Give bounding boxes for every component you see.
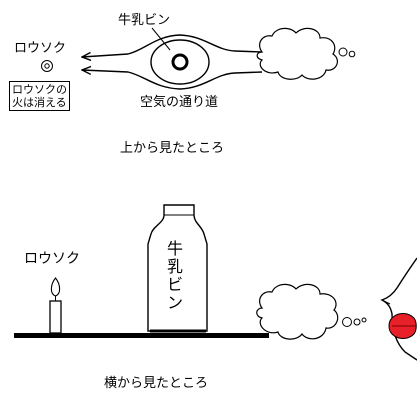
side-view-caption: 横から見たところ: [104, 376, 209, 391]
table-surface: [14, 333, 269, 338]
breath-puff-small-4: [353, 318, 361, 326]
top-bottle-label: 牛乳ビン: [118, 13, 171, 28]
airflow-line-upper: [82, 34, 263, 57]
candle-flame: [50, 277, 61, 297]
airflow-label: 空気の通り道: [140, 95, 219, 110]
breath-puff-small-2: [348, 50, 356, 58]
breath-cloud-top: [256, 27, 338, 80]
bottle-char-3: ビ: [166, 275, 183, 294]
side-candle-label: ロウソク: [24, 251, 80, 267]
candle-body-side: [49, 300, 62, 334]
side-view: [14, 204, 417, 361]
breath-puff-small-5: [361, 317, 367, 323]
note-line-1: ロウソクの: [12, 83, 67, 96]
breath-cloud-side: [256, 283, 339, 340]
candle-top-inner: [44, 63, 50, 69]
bottle-mouth-top: [171, 53, 189, 71]
bottle-char-1: 牛: [166, 239, 183, 258]
bottle-vertical-text: 牛 乳 ビ ン: [166, 240, 184, 312]
bottle-char-4: ン: [166, 293, 183, 312]
airflow-line-lower: [82, 70, 263, 90]
bottle-body-side: [147, 204, 208, 332]
note-line-2: 火は消える: [12, 96, 67, 109]
face-profile: [380, 257, 417, 361]
top-view: [41, 27, 356, 90]
top-candle-label: ロウソク: [14, 41, 67, 56]
candle-extinguished-note: ロウソクの 火は消える: [9, 81, 70, 111]
bottle-char-2: 乳: [166, 257, 183, 276]
bottle-leader-line: [151, 27, 171, 51]
breath-puff-small-1: [338, 47, 348, 57]
breath-puff-small-3: [342, 317, 352, 327]
top-view-caption: 上から見たところ: [120, 141, 225, 156]
nose-line: [381, 299, 391, 305]
